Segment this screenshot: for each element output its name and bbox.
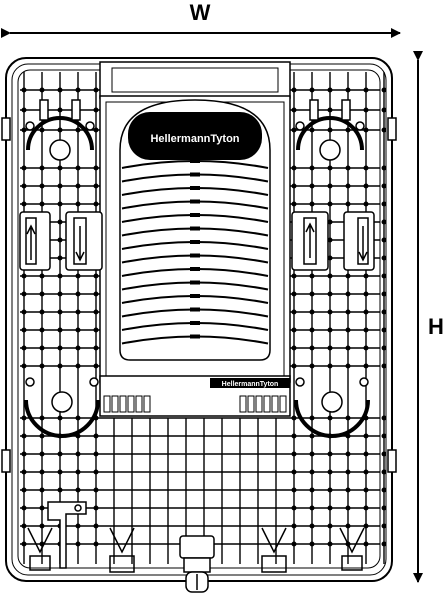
tray-edges (121, 159, 269, 345)
tray-brand-label: HellermannTyton (150, 133, 239, 145)
height-dimension: H (413, 51, 444, 583)
lower-brand-label: HellermannTyton (222, 381, 279, 388)
fiber-holder-right (291, 211, 375, 271)
cable-entry-ports (27, 527, 365, 573)
side-latches (1, 117, 397, 473)
cable-guide-bottom-left (24, 377, 100, 438)
width-dimension: W (1, 0, 401, 38)
connector-blocks (103, 395, 287, 413)
cable-guide-top-left (25, 99, 95, 161)
cable-guide-bottom-right (294, 377, 370, 438)
fiber-holder-left (19, 211, 103, 271)
ground-bracket (47, 501, 87, 569)
cable-guide-top-right (295, 99, 365, 161)
center-valve (179, 535, 215, 593)
height-label: H (428, 314, 444, 339)
width-label: W (190, 0, 211, 25)
splice-tray-stack: HellermannTyton (119, 99, 271, 361)
